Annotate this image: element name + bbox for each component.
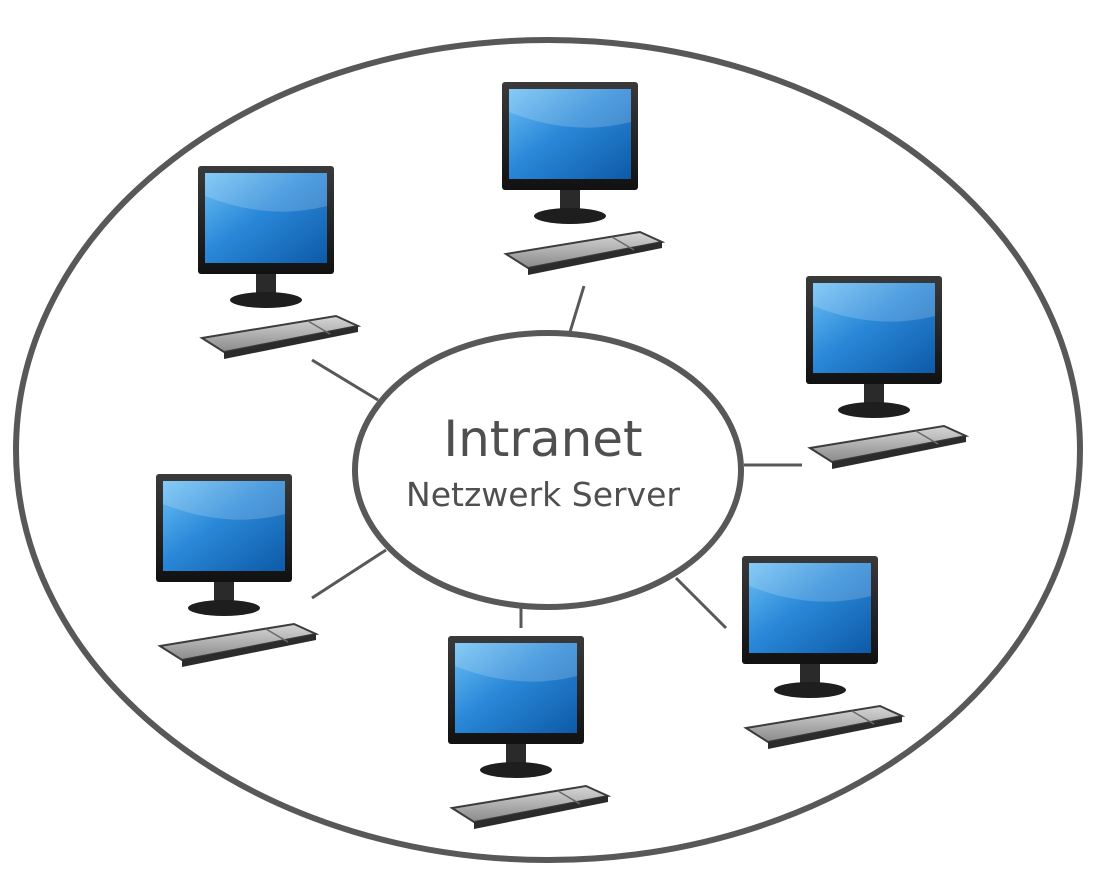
hub-subtitle: Netzwerk Server (406, 475, 680, 514)
hub-ellipse (352, 330, 744, 610)
computer-right (805, 275, 967, 470)
link-left (311, 548, 387, 600)
computer-top (501, 81, 663, 276)
computer-left (155, 473, 317, 668)
connection-lines (311, 285, 802, 630)
link-bottom-right (674, 576, 728, 630)
hub-title: Intranet (443, 410, 642, 468)
computer-icon (501, 81, 663, 276)
computer-icon (805, 275, 967, 470)
computer-icon (741, 555, 903, 750)
link-top-left (311, 358, 379, 402)
computer-icon (197, 165, 359, 360)
computer-icon (447, 635, 609, 830)
computer-bottom (447, 635, 609, 830)
network-boundary (13, 37, 1083, 863)
computer-icon (155, 473, 317, 668)
computer-bottom-right (741, 555, 903, 750)
link-top (568, 285, 586, 333)
hub-server: Intranet Netzwerk Server (352, 330, 744, 610)
computer-top-left (197, 165, 359, 360)
